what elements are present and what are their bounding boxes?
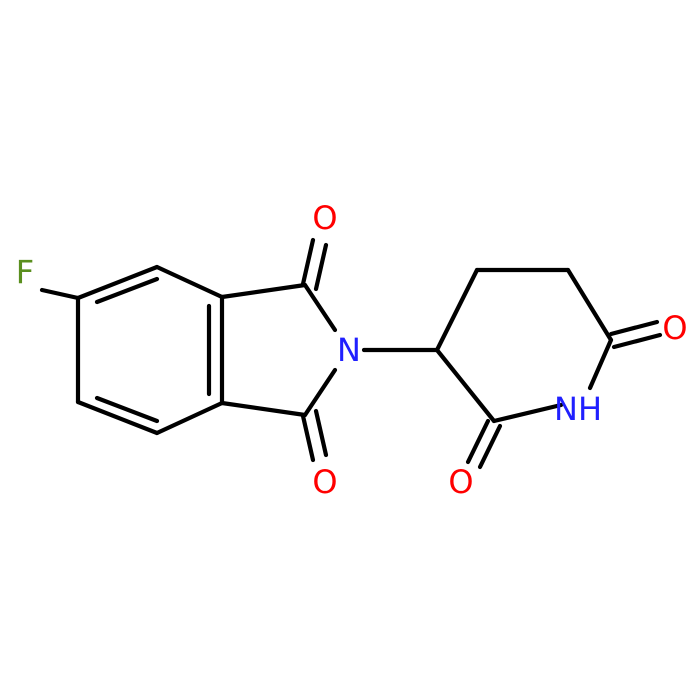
bond-pip-co-right-b	[611, 332, 663, 350]
atom-label-oxygen-top: O	[312, 199, 337, 237]
bond-pip-6	[434, 347, 497, 424]
bond-ring-2	[154, 264, 225, 300]
bond-pip-co-right-a	[608, 319, 660, 337]
atom-label-nh: NH	[554, 390, 602, 428]
bond-layer	[39, 237, 663, 470]
bond-c-carbonyl-top	[219, 282, 308, 300]
bond-ring-5-inner	[94, 395, 160, 424]
bond-pip-co-left-b	[477, 423, 503, 470]
bond-ring-1	[75, 264, 160, 301]
bond-co-bottom-b	[313, 408, 329, 458]
bond-co-top-a	[300, 237, 316, 287]
atom-label-oxygen-bottom: O	[312, 463, 337, 501]
bond-pip-1	[434, 267, 480, 353]
bond-ring-1-inner	[94, 276, 160, 305]
atom-label-oxygen-piperidine-left: O	[448, 463, 473, 501]
atom-label-oxygen-piperidine-right: O	[662, 309, 687, 347]
bond-c-carbonyl-bottom	[219, 400, 308, 418]
atom-label-fluorine: F	[16, 253, 34, 291]
bond-co-top-b	[313, 242, 329, 292]
bond-co-bottom-a	[300, 413, 316, 463]
bond-carbonyl-top-n	[302, 282, 338, 333]
bond-ring-4	[154, 400, 225, 436]
bond-pip-3	[565, 267, 614, 343]
bond-c-f	[39, 287, 81, 301]
atom-label-imide-nitrogen: N	[337, 331, 361, 369]
bond-pip-4	[587, 337, 614, 391]
bond-pip-5	[491, 402, 564, 424]
atom-label-layer: F O O N O NH O	[16, 199, 688, 501]
bond-pip-co-left-a	[465, 418, 491, 465]
bond-carbonyl-bottom-n	[302, 367, 338, 418]
bond-ring-5	[75, 399, 160, 436]
